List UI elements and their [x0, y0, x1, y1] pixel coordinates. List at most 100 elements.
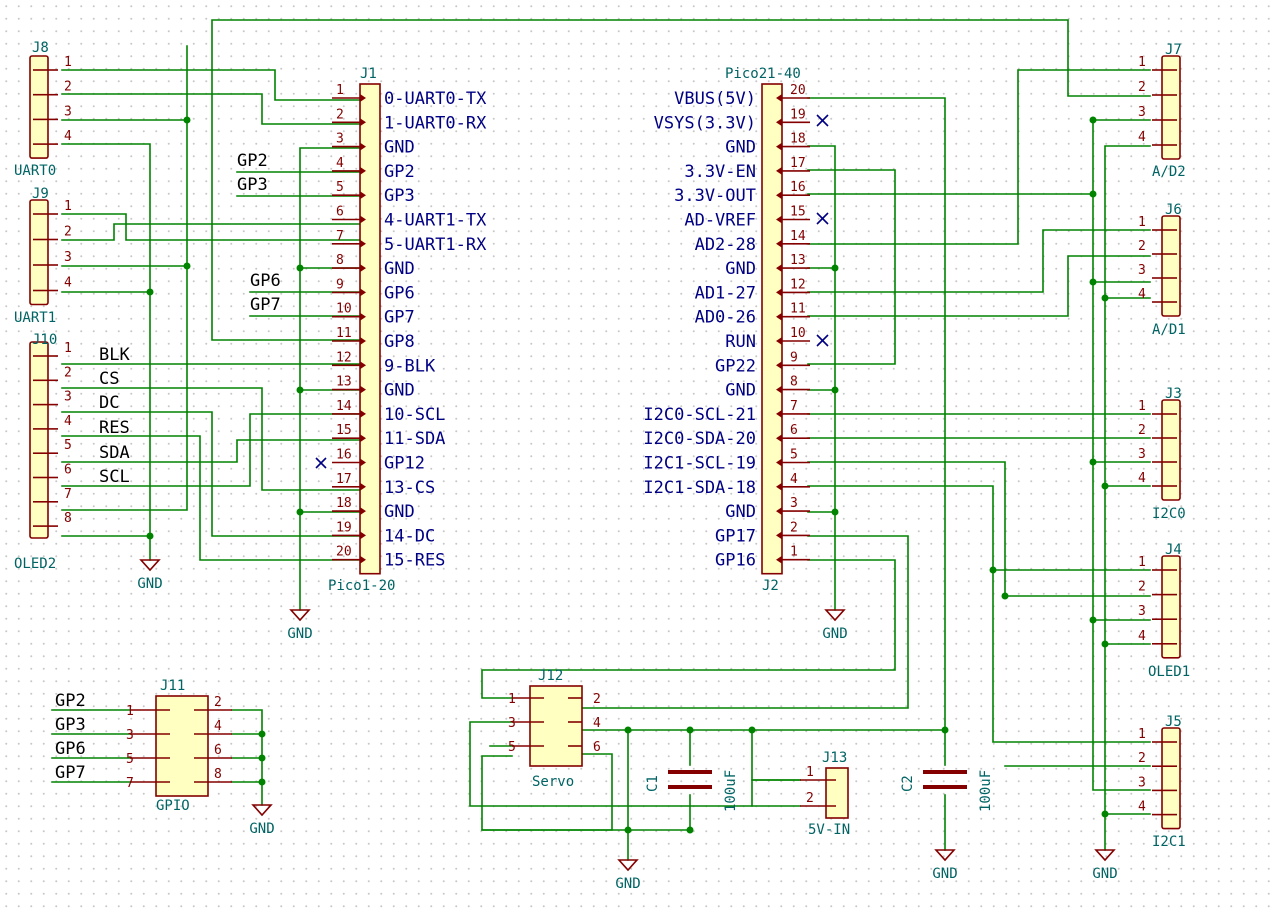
j7-ref: J7 [1165, 42, 1182, 58]
pin-name: GP22 [715, 356, 756, 376]
c1-ref: C1 [645, 775, 661, 792]
pin-name: GND [725, 381, 756, 401]
pin-number: 2 [1138, 423, 1146, 438]
gnd-label: GND [137, 576, 162, 592]
gnd-label: GND [1092, 866, 1117, 882]
gnd-label: GND [615, 876, 640, 892]
j9-ref: J9 [32, 186, 49, 202]
j2-ref: J2 [762, 578, 779, 594]
junction-dot-icon [1089, 458, 1097, 466]
pin-number: 3 [64, 250, 72, 265]
oled2-signal-label: RES [99, 418, 130, 438]
oled2-signal-label: BLK [99, 345, 130, 365]
junction-dot-icon [1089, 278, 1097, 286]
pin-name: 0-UART0-TX [384, 89, 487, 109]
junction-dot-icon [831, 264, 839, 272]
pin-number: 4 [1138, 130, 1146, 145]
net-label: GP2 [55, 691, 86, 711]
pin-number: 6 [336, 205, 344, 220]
pin-number: 16 [336, 448, 352, 463]
pin-name: GP8 [384, 332, 415, 352]
j5-ref: J5 [1165, 714, 1182, 730]
pin-name: VSYS(3.3V) [654, 113, 756, 133]
components: 1234J8UART01234J9UART112345678J10OLED212… [14, 40, 1190, 850]
junction-dot-icon [1089, 190, 1097, 198]
gnd-label: GND [249, 821, 274, 837]
pin-name: GND [384, 381, 415, 401]
j8-body [29, 55, 49, 159]
pin-number: 1 [1138, 55, 1146, 70]
pin-name: AD-VREF [684, 211, 756, 231]
pin-number: 4 [1138, 471, 1146, 486]
junction-dots [146, 116, 1109, 834]
pin-number: 6 [593, 740, 601, 755]
pin-number: 6 [214, 743, 222, 758]
junction-dot-icon [1101, 640, 1109, 648]
pin-number: 2 [64, 80, 72, 95]
net-label: GP6 [55, 739, 86, 759]
pin-number: 5 [508, 740, 516, 755]
pin-number: 1 [1138, 555, 1146, 570]
junction-dot-icon [1101, 482, 1109, 490]
pin-number: 3 [1138, 447, 1146, 462]
j7-value: A/D2 [1152, 164, 1186, 180]
junction-dot-icon [624, 826, 632, 834]
capacitor-c2: C2 100uF [900, 770, 994, 812]
header-j2: 20VBUS(5V)19VSYS(3.3V)18GND173.3V-EN163.… [643, 66, 810, 594]
pin-number: 18 [336, 496, 352, 511]
junction-dot-icon [1101, 810, 1109, 818]
pin-number: 7 [336, 229, 344, 244]
j6-body [1161, 215, 1181, 317]
pin-number: 2 [593, 692, 601, 707]
junction-dot-icon [748, 726, 756, 734]
junction-dot-icon [1101, 294, 1109, 302]
pin-number: 4 [1138, 800, 1146, 815]
pin-number: 18 [790, 132, 806, 147]
j10-ref: J10 [32, 332, 57, 348]
ground-symbol-icon: GND [287, 609, 313, 642]
j6-ref: J6 [1165, 202, 1182, 218]
pin-number: 2 [1138, 580, 1146, 595]
net-label: GP2 [237, 151, 268, 171]
pin-number: 13 [336, 375, 352, 390]
pin-number: 10 [790, 326, 806, 341]
pin-name: GND [384, 502, 415, 522]
pin-number: 1 [126, 704, 134, 719]
pin-number: 3 [1138, 775, 1146, 790]
j12-ref: J12 [538, 668, 563, 684]
pin-name: 3.3V-EN [684, 162, 756, 182]
j1-ref: J1 [360, 66, 377, 82]
pin-number: 3 [1138, 105, 1146, 120]
c2-value: 100uF [978, 770, 994, 812]
j1-value: Pico1-20 [328, 578, 395, 594]
pin-number: 3 [1138, 604, 1146, 619]
pin-number: 1 [508, 692, 516, 707]
net-label: GP7 [55, 763, 86, 783]
pin-name: 15-RES [384, 551, 445, 571]
junction-dot-icon [941, 726, 949, 734]
pin-number: 6 [790, 423, 798, 438]
pin-number: 8 [790, 375, 798, 390]
junction-dot-icon [686, 826, 694, 834]
pin-number: 7 [126, 776, 134, 791]
pin-name: AD2-28 [695, 235, 756, 255]
j13-ref: J13 [822, 750, 847, 766]
junction-dot-icon [989, 566, 997, 574]
junction-dot-icon [258, 754, 266, 762]
ground-symbol-icon: GND [822, 609, 848, 642]
ground-symbol-icon: GND [137, 559, 163, 592]
pin-number: 2 [790, 520, 798, 535]
pin-number: 4 [64, 276, 72, 291]
pin-name: GP3 [384, 186, 415, 206]
pin-number: 19 [790, 107, 806, 122]
j3-ref: J3 [1165, 386, 1182, 402]
j2-value: Pico21-40 [725, 66, 801, 82]
junction-dot-icon [296, 508, 304, 516]
oled2-signal-label: DC [99, 393, 119, 413]
pin-number: 16 [790, 180, 806, 195]
j11-value: GPIO [156, 798, 190, 814]
pin-number: 19 [336, 520, 352, 535]
